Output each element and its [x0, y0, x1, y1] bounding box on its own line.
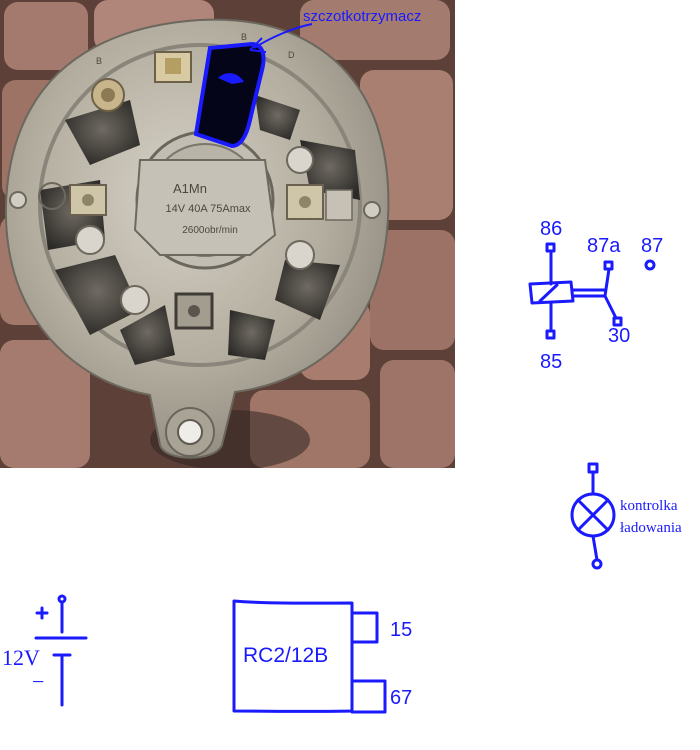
regulator-pin-15-label: 15 [390, 619, 413, 641]
brush-holder-highlight [218, 73, 244, 84]
alternator-housing [4, 18, 390, 459]
relay-pin-30-label: 30 [608, 325, 631, 347]
alternator-photo: A1Mn 14V 40A 75Amax 2600obr/min B B D [0, 0, 455, 468]
relay-pin-86-terminal [545, 242, 556, 253]
battery-voltage-label: 12V [2, 645, 40, 670]
relay-pin-87a-terminal [603, 260, 614, 271]
brush-holder-label: szczotkotrzymacz [303, 8, 422, 25]
charging-lamp-symbol [570, 462, 616, 570]
relay-pin-86-label: 86 [540, 218, 563, 240]
charging-lamp-label-line1: kontrolka [620, 498, 678, 514]
plate-text-line2: 14V 40A 75Amax [165, 203, 251, 215]
relay-pin-87-label: 87 [641, 235, 664, 257]
relay-pin-87-terminal [644, 259, 656, 271]
terminal-mark-b-mid: B [241, 32, 247, 42]
terminal-mark-b-left: B [96, 56, 102, 66]
relay-pin-30-terminal [612, 316, 623, 327]
annotation-arrow [253, 23, 313, 49]
regulator-name-label: RC2/12B [243, 644, 329, 667]
annotation-arrowhead [249, 37, 267, 53]
charging-lamp-label-line2: ładowania [620, 520, 682, 536]
regulator-pin-67-label: 67 [390, 687, 413, 709]
plate-text-line1: A1Mn [173, 181, 207, 196]
relay-pin-85-terminal [545, 329, 556, 340]
relay-symbol [528, 242, 656, 340]
relay-pin-85-label: 85 [540, 351, 563, 373]
relay-coil [528, 280, 575, 305]
battery-minus-label: − [32, 669, 45, 694]
relay-pin-87a-label: 87a [587, 235, 621, 257]
plate-text-line3: 2600obr/min [182, 225, 238, 236]
terminal-mark-d-right: D [288, 50, 295, 60]
